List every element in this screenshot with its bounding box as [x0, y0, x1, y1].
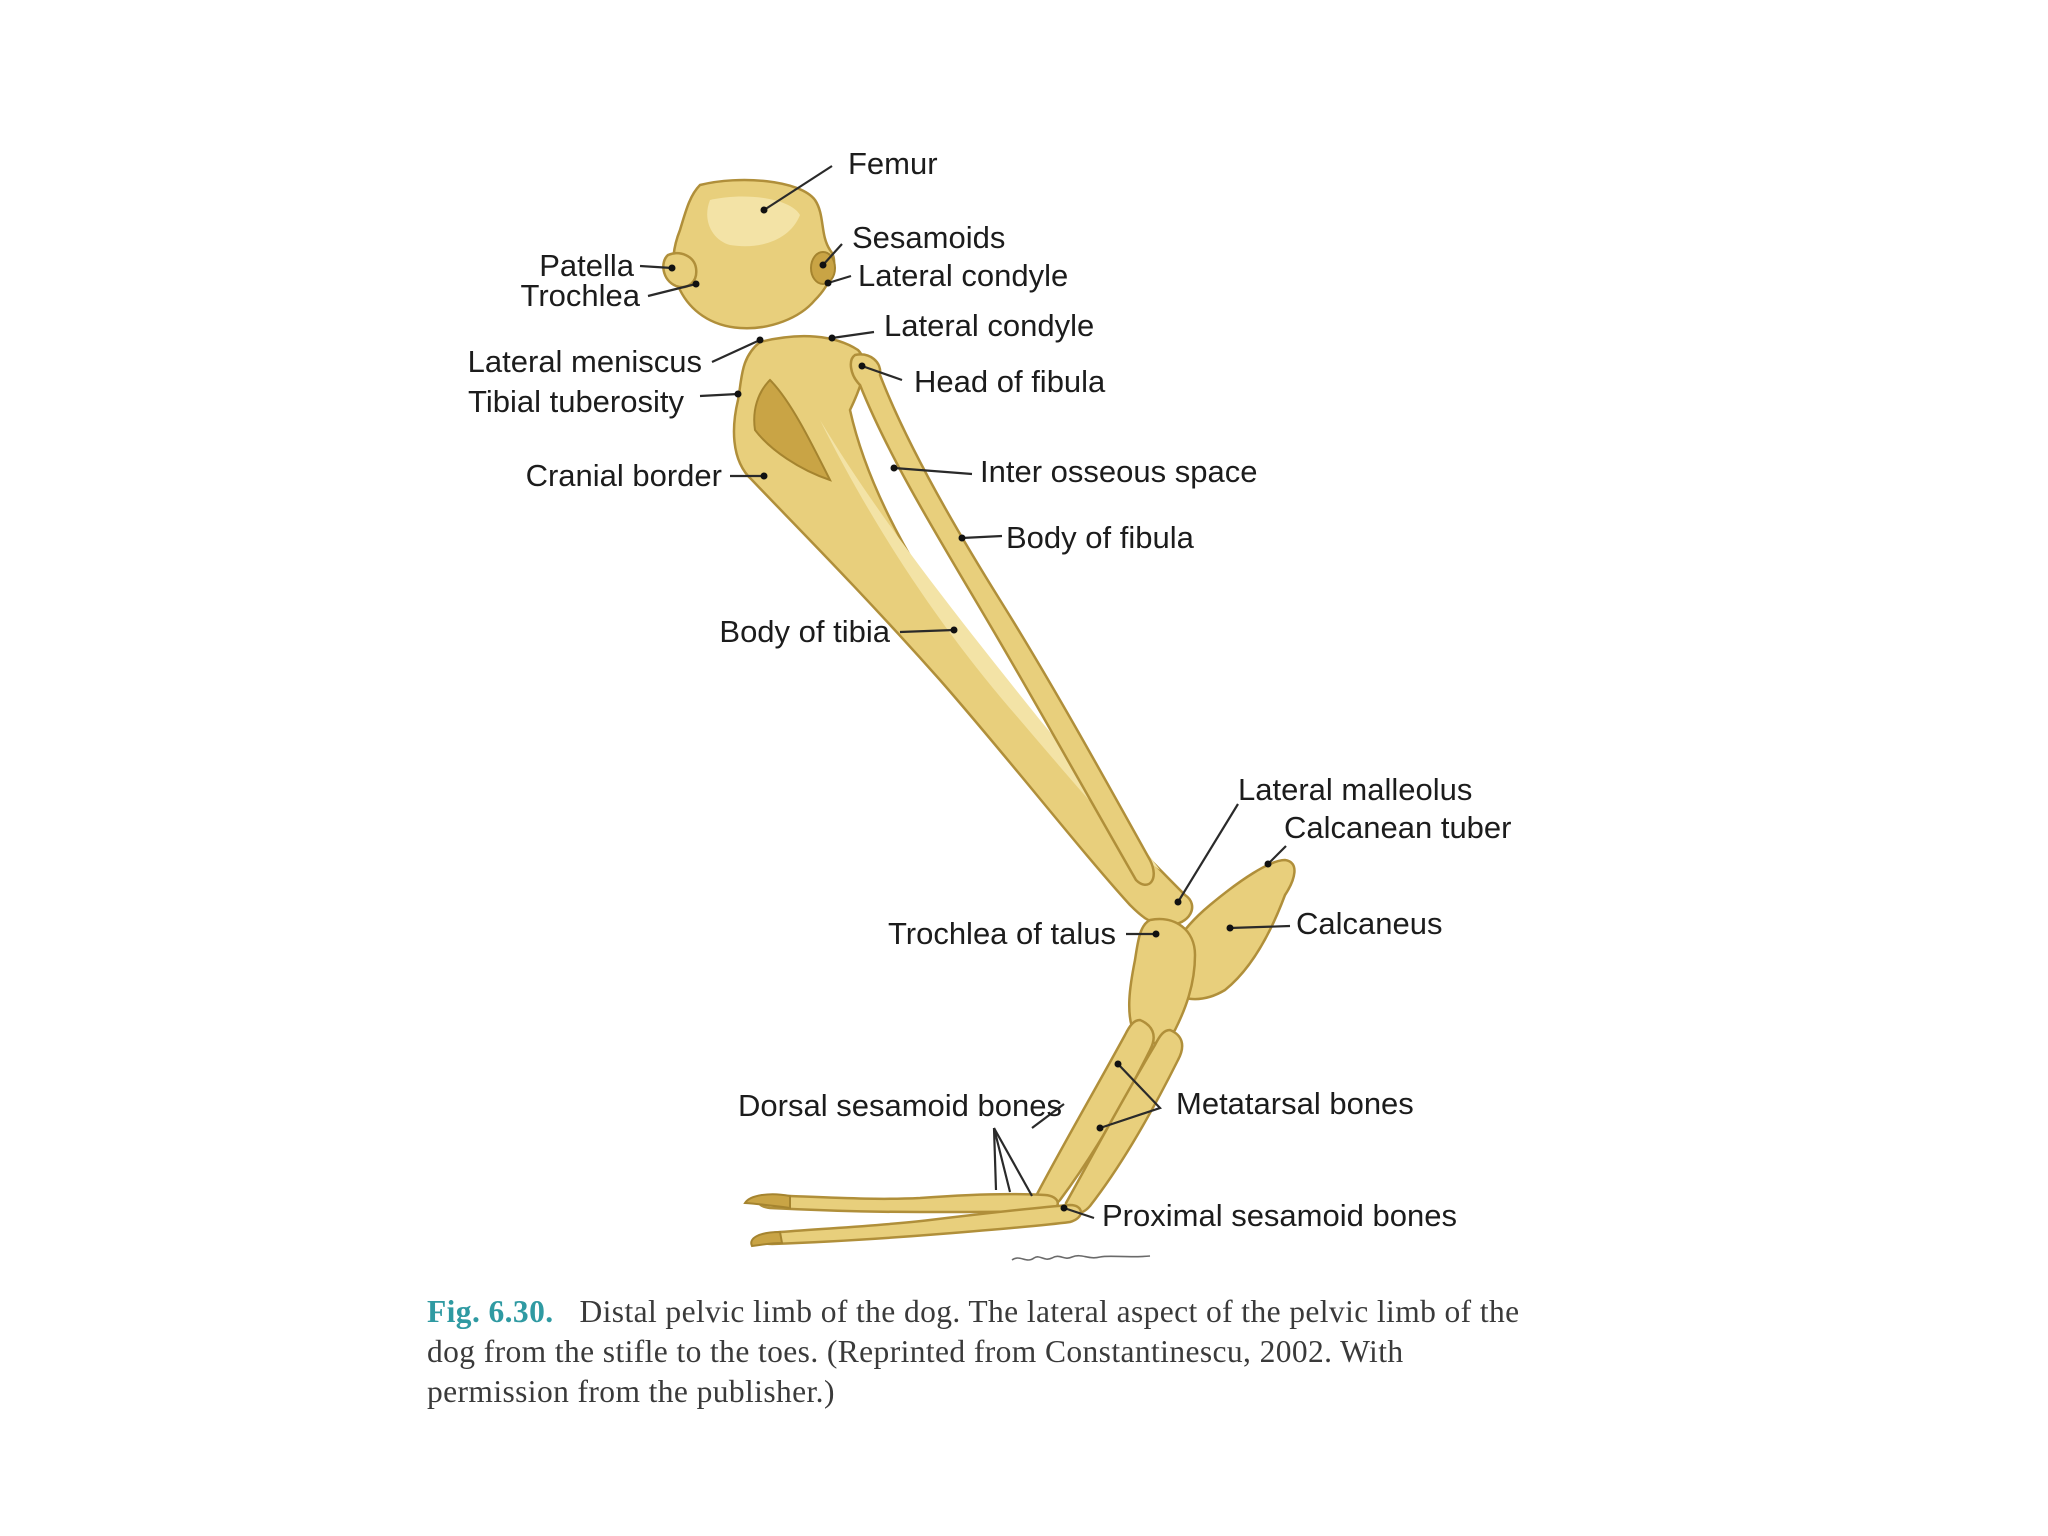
figure-number: Fig. 6.30.: [427, 1294, 554, 1329]
label-calcaneus: Calcaneus: [1296, 906, 1442, 941]
leader-lateral-condyle-femur: [827, 274, 852, 285]
label-interosseous-space: Inter osseous space: [980, 454, 1257, 489]
pointer-dot-calcanean-tuber: [1264, 860, 1272, 868]
pointer-dot-body-of-tibia: [950, 626, 958, 634]
label-layer: Femur Sesamoids Lateral condyle Patella …: [468, 146, 1512, 1233]
pointer-dot-trochlea-of-talus: [1152, 930, 1160, 938]
leader-proximal-sesamoid: [1063, 1206, 1095, 1220]
figure-caption-text: Distal pelvic limb of the dog. The later…: [427, 1294, 1520, 1409]
leader-lateral-meniscus: [711, 339, 761, 363]
label-dorsal-sesamoid-bones: Dorsal sesamoid bones: [738, 1088, 1062, 1123]
patella-bone: [662, 251, 698, 289]
label-body-of-fibula: Body of fibula: [1006, 520, 1195, 555]
leader-dorsal-sesamoid-3: [993, 1127, 1033, 1197]
leader-body-of-fibula: [961, 534, 1003, 540]
pointer-dot-metatarsal-upper: [1114, 1060, 1122, 1068]
label-lateral-condyle-femur: Lateral condyle: [858, 258, 1068, 293]
label-sesamoids: Sesamoids: [852, 220, 1005, 255]
label-metatarsal-bones: Metatarsal bones: [1176, 1086, 1414, 1121]
leader-head-of-fibula: [861, 364, 903, 382]
pointer-dot-proximal-sesamoid: [1060, 1204, 1068, 1212]
pointer-dot-metatarsal-lower: [1096, 1124, 1104, 1132]
leader-body-of-tibia: [899, 628, 955, 634]
pointer-dot-lateral-meniscus: [756, 336, 764, 344]
label-body-of-tibia: Body of tibia: [719, 614, 890, 649]
leader-calcanean-tuber: [1267, 845, 1287, 865]
claw-upper: [743, 1193, 791, 1210]
pointer-dot-body-of-fibula: [958, 534, 966, 542]
label-tibial-tuberosity: Tibial tuberosity: [468, 384, 684, 419]
leader-sesamoids: [822, 243, 843, 266]
figure-caption: Fig. 6.30.Distal pelvic limb of the dog.…: [427, 1292, 1547, 1412]
leader-metatarsal-bones: [1099, 1063, 1162, 1130]
pointer-dot-calcaneus: [1226, 924, 1234, 932]
pointer-dot-lateral-malleolus: [1174, 898, 1182, 906]
femur-highlight: [707, 196, 800, 247]
pointer-dot-patella: [668, 264, 676, 272]
label-trochlea: Trochlea: [521, 278, 641, 313]
leader-lines: [639, 165, 1291, 1220]
label-cranial-border: Cranial border: [526, 458, 722, 493]
label-lateral-malleolus: Lateral malleolus: [1238, 772, 1472, 807]
leader-interosseous-space: [893, 466, 973, 476]
leader-calcaneus: [1229, 924, 1291, 930]
leader-dorsal-sesamoid-1: [992, 1127, 998, 1191]
claw-lower: [750, 1230, 784, 1248]
pointer-dot-head-of-fibula: [858, 362, 866, 370]
label-proximal-sesamoid-bones: Proximal sesamoid bones: [1102, 1198, 1457, 1233]
pointer-dot-lateral-condyle-tibia: [828, 334, 836, 342]
leader-femur: [763, 165, 833, 211]
leader-trochlea: [647, 282, 697, 298]
bone-illustration: [662, 178, 1296, 1248]
pointer-dot-cranial-border: [760, 472, 768, 480]
tibia-shadow: [753, 378, 832, 482]
label-head-of-fibula: Head of fibula: [914, 364, 1106, 399]
leader-lateral-malleolus: [1177, 803, 1239, 903]
label-calcanean-tuber: Calcanean tuber: [1284, 810, 1512, 845]
label-femur: Femur: [848, 146, 938, 181]
label-patella: Patella: [539, 248, 635, 283]
artist-signature: [1011, 1254, 1151, 1261]
label-lateral-meniscus: Lateral meniscus: [468, 344, 702, 379]
pointer-dot-trochlea: [692, 280, 700, 288]
leader-patella: [639, 264, 673, 270]
leader-dorsal-sesamoid-2: [992, 1127, 1012, 1193]
label-trochlea-of-talus: Trochlea of talus: [888, 916, 1116, 951]
leader-tibial-tuberosity: [699, 392, 739, 398]
pointer-dot-interosseous-space: [890, 464, 898, 472]
label-lateral-condyle-tibia: Lateral condyle: [884, 308, 1094, 343]
pointer-dot-sesamoids: [819, 261, 827, 269]
pointer-dot-lateral-condyle-femur: [824, 279, 832, 287]
pointer-dot-tibial-tuberosity: [734, 390, 742, 398]
fibula-bone: [849, 353, 1155, 886]
leader-lateral-condyle-tibia: [831, 330, 875, 340]
leader-dorsal-sesamoid: [1031, 1103, 1065, 1129]
pointer-dot-femur: [760, 206, 768, 214]
